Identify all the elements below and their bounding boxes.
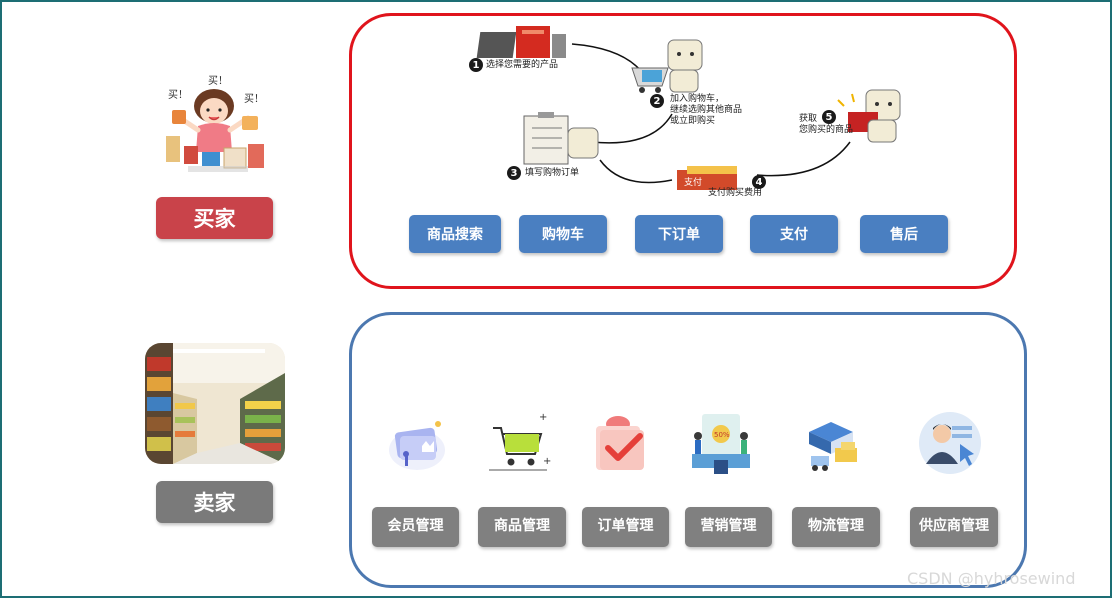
step-5-text: 获取 您购买的商品	[799, 114, 853, 136]
member-card-icon	[389, 421, 445, 470]
step-2-line-1: 加入购物车，	[670, 94, 725, 104]
supermarket-photo	[145, 343, 285, 464]
product-management-label: 商品管理	[494, 518, 550, 534]
seller-label: 卖家	[156, 481, 273, 523]
logistics-icon	[809, 422, 857, 471]
supplier-management-label: 供应商管理	[919, 518, 989, 534]
payment-card-icon: 支付	[677, 166, 737, 190]
product-search-button[interactable]: 商品搜索	[409, 215, 501, 253]
seller-modules-box	[349, 312, 1027, 588]
svg-text:+: +	[543, 456, 551, 467]
shopping-flow-illustration: 支付	[476, 26, 901, 190]
step-2-line-3: 或立即购买	[670, 116, 716, 126]
marketing-management-button[interactable]: 营销管理	[685, 507, 772, 547]
supplier-management-button[interactable]: 供应商管理	[910, 507, 998, 547]
member-management-label: 会员管理	[387, 518, 444, 534]
step-3-number: 3	[507, 166, 521, 180]
order-management-label: 订单管理	[597, 518, 654, 534]
logistics-management-button[interactable]: 物流管理	[792, 507, 880, 547]
logistics-management-label: 物流管理	[808, 518, 864, 534]
step-4-text: 支付购买费用	[708, 188, 763, 198]
shopper-girl-illustration: 买！ 买！ 买！	[166, 75, 264, 172]
step-2-text: 加入购物车， 继续选购其他商品 或立即购买	[670, 94, 742, 127]
step-2-line-2: 继续选购其他商品	[670, 105, 743, 115]
step-5-line-2: 您购买的商品	[799, 125, 854, 135]
receive-goods-robot-icon	[837, 89, 901, 143]
step-1-text: 选择您需要的产品	[486, 60, 559, 70]
cart-robot-icon	[631, 39, 703, 93]
pay-button[interactable]: 支付	[750, 215, 838, 253]
marketing-icon: 50%	[692, 414, 750, 474]
step-3-text: 填写购物订单	[525, 168, 580, 178]
order-form-icon	[523, 112, 599, 165]
after-sales-button[interactable]: 售后	[860, 215, 948, 253]
product-boxes-icon	[476, 26, 566, 58]
buyer-process-box	[349, 13, 1017, 289]
step-5-line-1: 获取	[799, 114, 818, 124]
payment-card-text: 支付	[684, 176, 702, 188]
step-2-number: 2	[650, 94, 664, 108]
shout-text-2: 买！	[208, 75, 228, 87]
shopping-cart-icon: + +	[489, 412, 551, 471]
step-4-number: 4	[752, 175, 766, 189]
place-order-button[interactable]: 下订单	[635, 215, 723, 253]
product-management-button[interactable]: 商品管理	[478, 507, 566, 547]
order-management-button[interactable]: 订单管理	[582, 507, 669, 547]
shout-text-3: 买！	[244, 93, 264, 105]
buyer-label: 买家	[156, 197, 273, 239]
svg-text:+: +	[539, 412, 547, 423]
watermark: CSDN @hyhrosewind	[907, 569, 1076, 588]
shopping-cart-button[interactable]: 购物车	[519, 215, 607, 253]
order-check-icon	[596, 416, 644, 470]
marketing-management-label: 营销管理	[700, 518, 757, 534]
svg-text:50%: 50%	[714, 431, 730, 439]
member-management-button[interactable]: 会员管理	[372, 507, 459, 547]
shout-text-1: 买！	[168, 89, 188, 101]
step-5-number: 5	[822, 110, 836, 124]
supplier-icon	[919, 412, 981, 474]
step-1-number: 1	[469, 58, 483, 72]
